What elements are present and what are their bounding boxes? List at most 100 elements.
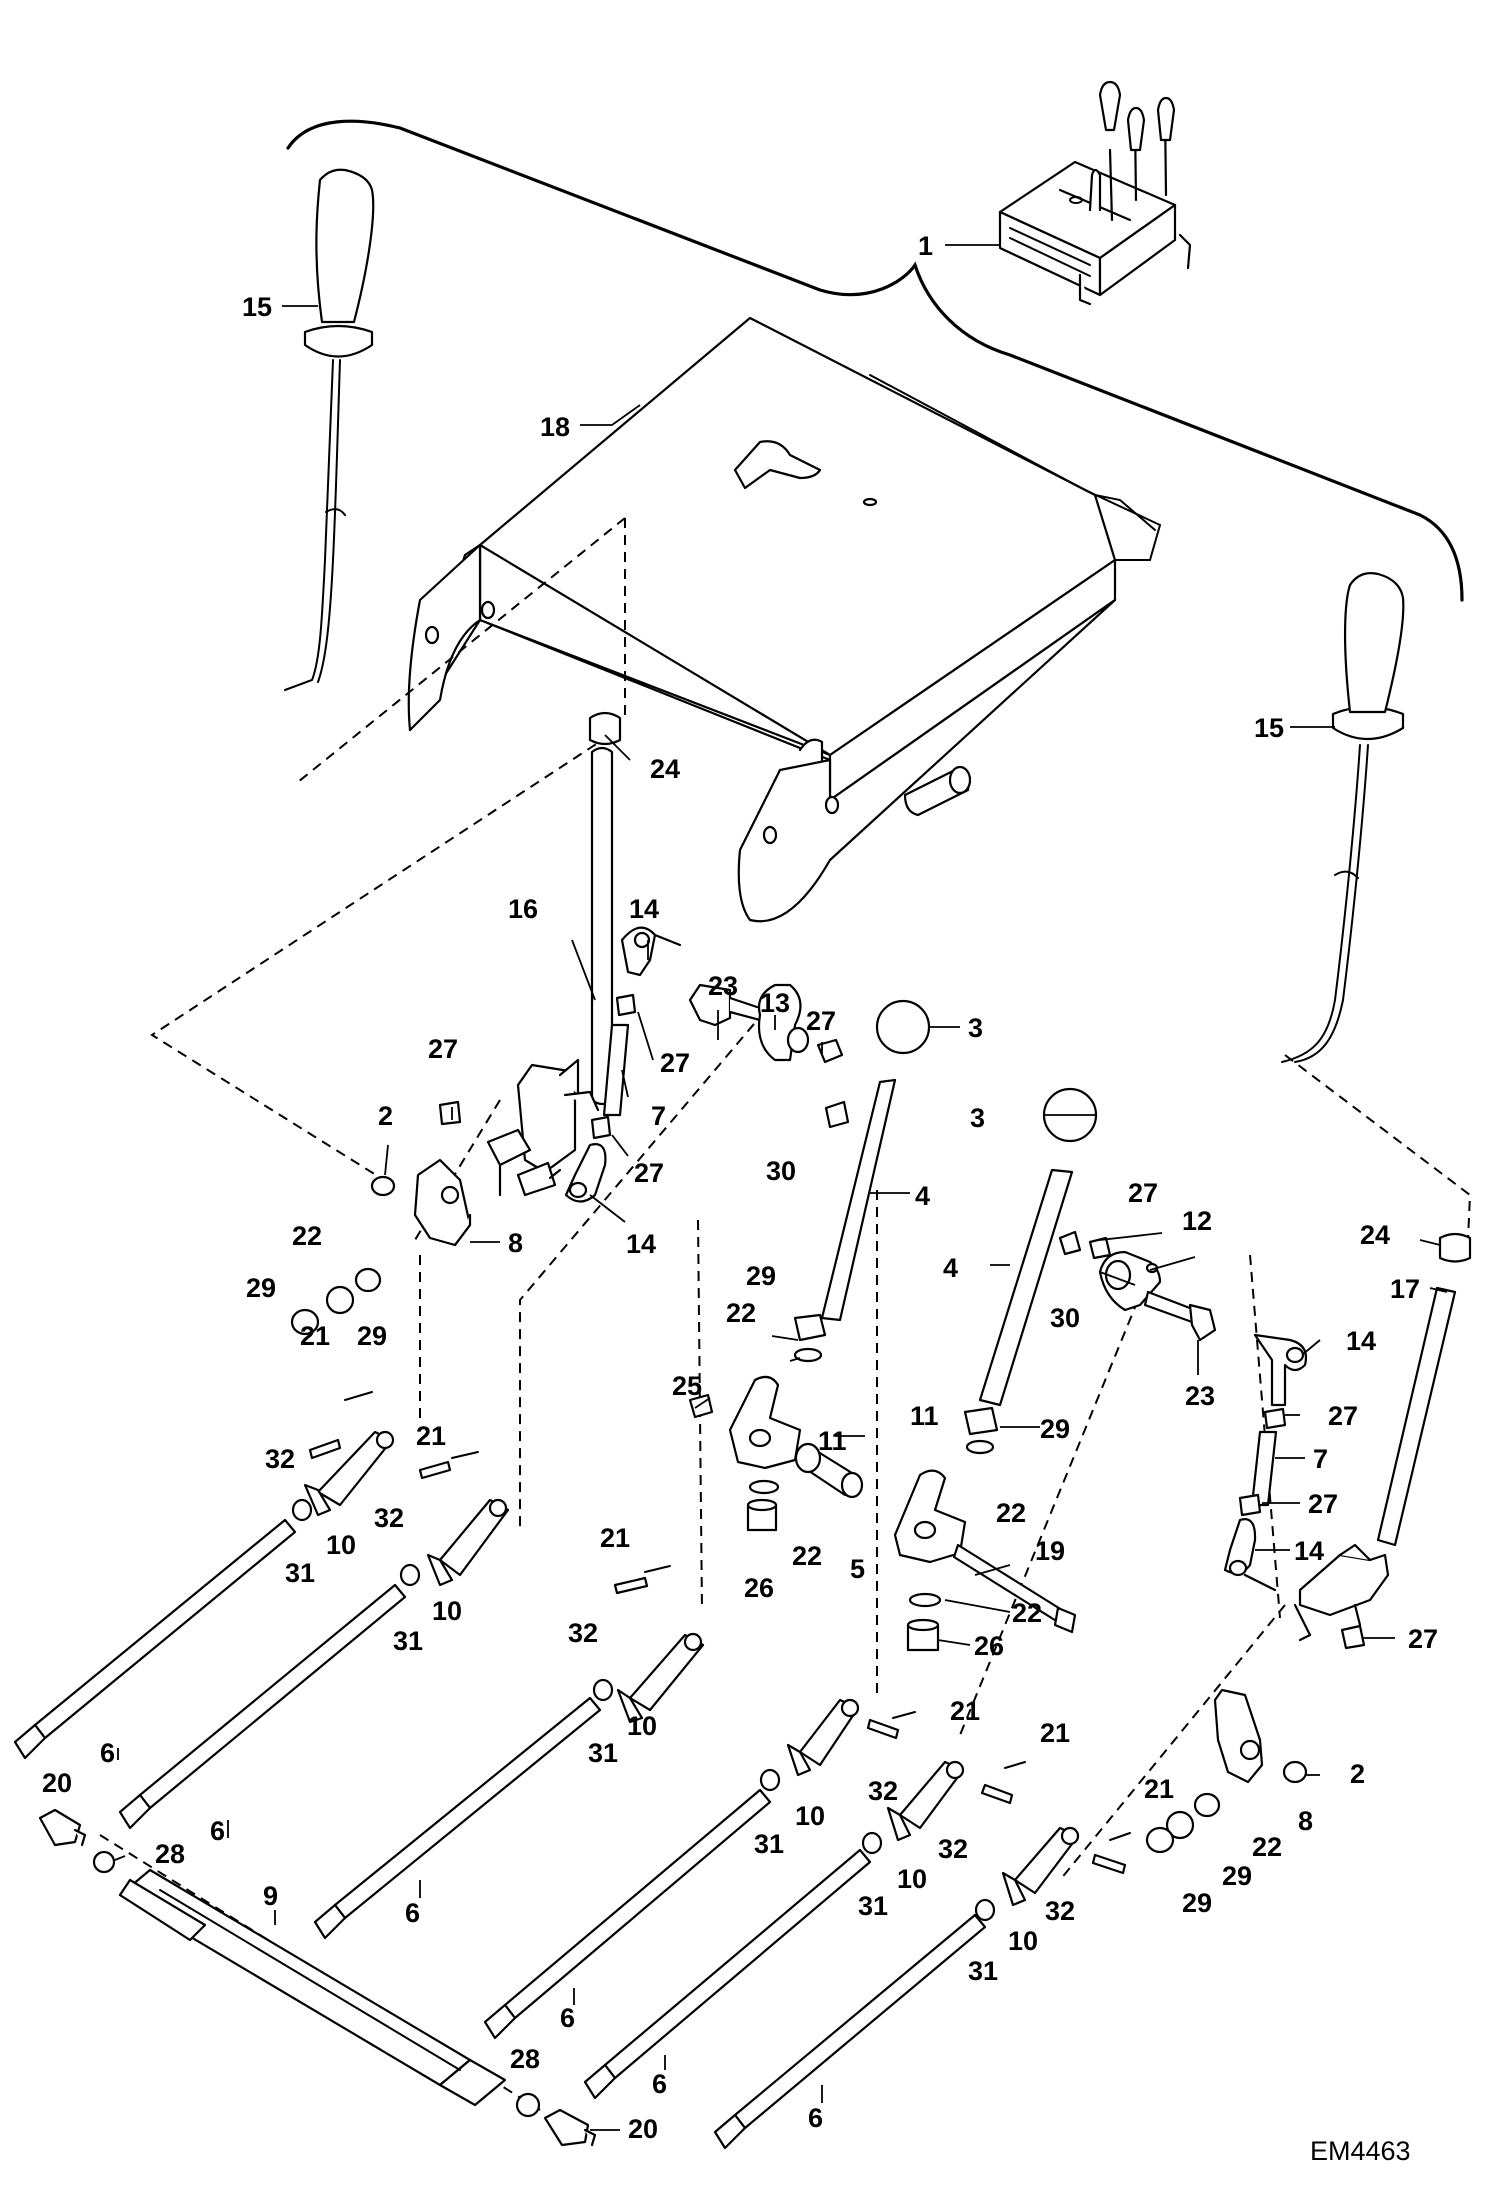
callout-27-right-a: 27 [1328, 1401, 1358, 1431]
callout-10-d: 10 [795, 1801, 825, 1831]
bolt-19 [952, 1543, 1077, 1634]
callout-21-f: 21 [1144, 1774, 1174, 1804]
callout-32-a: 32 [265, 1444, 295, 1474]
ring-2-left [370, 1175, 396, 1197]
bolt-23-right [1143, 1290, 1217, 1342]
callout-14-right-lower: 14 [1294, 1536, 1324, 1566]
bracket-12 [1098, 1250, 1162, 1312]
callout-29-right-a: 29 [1222, 1861, 1252, 1891]
clevis-10-f [1001, 1826, 1127, 1907]
clevis-10-d [786, 1698, 900, 1777]
callout-24-right: 24 [1360, 1220, 1390, 1250]
nut-27-left [438, 1100, 462, 1126]
callout-28-left: 28 [155, 1839, 185, 1869]
bracket-13 [757, 983, 810, 1062]
nut-31-a [291, 1498, 313, 1522]
callout-26-right: 26 [974, 1631, 1004, 1661]
callout-20-left: 20 [42, 1768, 72, 1798]
washer-22-center-right [965, 1439, 995, 1455]
nut-28-left [92, 1850, 116, 1874]
callout-25: 25 [672, 1371, 702, 1401]
callout-27-link-upper: 27 [660, 1048, 690, 1078]
callout-32-f: 32 [1045, 1896, 1075, 1926]
callout-leaders [282, 244, 1448, 1776]
bolt-20-left [38, 1808, 87, 1847]
callout-17: 17 [1390, 1274, 1420, 1304]
callout-11-left: 11 [818, 1426, 847, 1456]
callout-21-c: 21 [600, 1523, 630, 1553]
callout-31-d: 31 [754, 1829, 784, 1859]
callout-29-center-left: 29 [746, 1261, 776, 1291]
callout-14-lower: 14 [626, 1229, 656, 1259]
control-assembly-inset [998, 80, 1192, 306]
callout-7-right: 7 [1313, 1444, 1328, 1474]
callout-22-center-left-lower: 22 [792, 1541, 822, 1571]
callout-15-left: 15 [242, 292, 272, 322]
nut-27-upper [816, 1038, 844, 1064]
callout-14-right-upper: 14 [1346, 1326, 1376, 1356]
callout-3-right: 3 [970, 1103, 985, 1133]
callout-1: 1 [918, 231, 933, 261]
callout-14-upper: 14 [629, 894, 659, 924]
callout-27-upper: 27 [806, 1006, 836, 1036]
callout-10-e: 10 [897, 1864, 927, 1894]
nut-31-f [974, 1898, 996, 1922]
ring-2-right [1282, 1760, 1308, 1784]
callout-32-b: 32 [374, 1503, 404, 1533]
spacer-29-center-right [963, 1406, 999, 1436]
rod-6-b [118, 1583, 407, 1830]
callout-15-right: 15 [1254, 713, 1284, 743]
callout-32-e: 32 [938, 1834, 968, 1864]
callout-30-upper: 30 [766, 1156, 796, 1186]
callout-29-center-right: 29 [1040, 1414, 1070, 1444]
callout-6-b: 6 [210, 1816, 225, 1846]
yoke-bracket-right [1293, 1543, 1390, 1642]
rod-6-f [713, 1913, 987, 2150]
cotter-pins-21 [344, 1391, 1131, 1841]
callout-8-right: 8 [1298, 1806, 1313, 1836]
callout-10-c: 10 [627, 1711, 657, 1741]
clevis-10-c [613, 1576, 705, 1724]
callout-6-e: 6 [652, 2069, 667, 2099]
washer-22-center-right-lower [908, 1592, 942, 1608]
callout-20-right: 20 [628, 2114, 658, 2144]
callout-12: 12 [1182, 1206, 1212, 1236]
rod-end-14-upper [620, 926, 682, 977]
callout-30-right: 30 [1050, 1303, 1080, 1333]
rod-4-left [820, 1078, 897, 1322]
callout-22-center-right-lower: 22 [1012, 1598, 1042, 1628]
callout-24-left: 24 [650, 754, 680, 784]
callout-2-left: 2 [378, 1101, 393, 1131]
callout-4-left: 4 [915, 1181, 930, 1211]
callout-32-d: 32 [868, 1776, 898, 1806]
nut-31-e [861, 1831, 883, 1855]
callout-6-c: 6 [405, 1898, 420, 1928]
callout-6-f: 6 [808, 2103, 823, 2133]
bar-9 [118, 1868, 507, 2107]
callout-28-right: 28 [510, 2044, 540, 2074]
callout-5: 5 [850, 1554, 865, 1584]
callout-11-right: 11 [910, 1401, 939, 1431]
nut-30-upper [824, 1100, 850, 1129]
nut-28-right [515, 2092, 541, 2118]
callout-6-a: 6 [100, 1738, 115, 1768]
rod-6-a [13, 1518, 297, 1760]
lever-11-left [728, 1375, 802, 1470]
callout-31-c: 31 [588, 1738, 618, 1768]
callout-27-right-b: 27 [1308, 1489, 1338, 1519]
lever-11-right [893, 1469, 967, 1564]
callout-19: 19 [1035, 1536, 1065, 1566]
nut-31-b [399, 1563, 421, 1587]
callout-4-right: 4 [943, 1253, 958, 1283]
callout-16: 16 [508, 894, 538, 924]
lever-8-right [1213, 1688, 1264, 1784]
spacer-29-center-left [793, 1313, 827, 1342]
callout-27-left: 27 [428, 1034, 458, 1064]
callout-29-left-b: 29 [357, 1321, 387, 1351]
callout-31-b: 31 [393, 1626, 423, 1656]
callout-7-left: 7 [651, 1101, 666, 1131]
callout-31-e: 31 [858, 1891, 888, 1921]
nut-31-d [759, 1768, 781, 1792]
rod-4-right [978, 1168, 1074, 1407]
callout-labels: 1 15 18 15 24 16 14 23 13 27 27 7 27 14 … [42, 231, 1438, 2144]
